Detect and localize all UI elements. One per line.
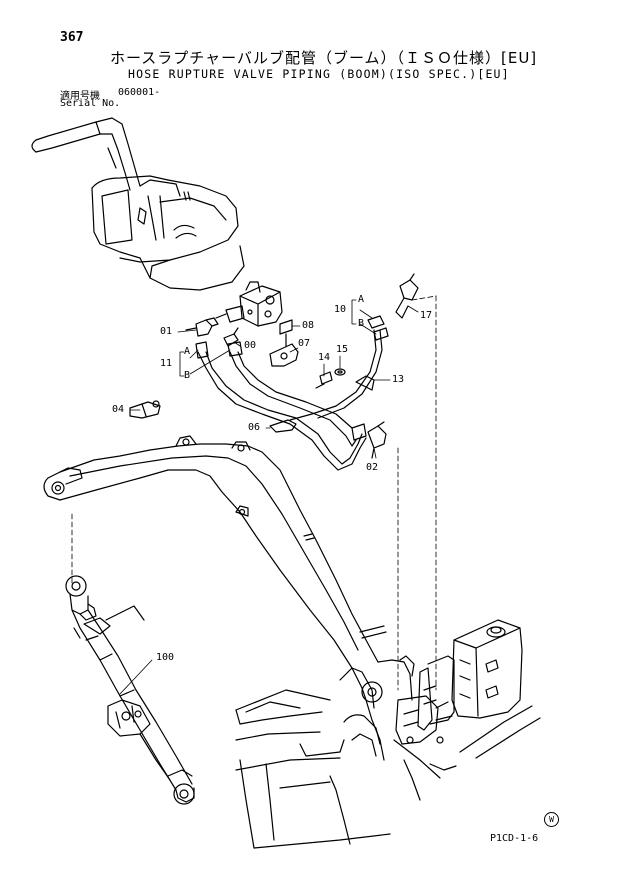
callout-06: 06: [248, 422, 261, 433]
callout-100: 100: [156, 652, 175, 663]
serial-label-english: Serial No.: [60, 98, 121, 109]
callout-00: 00: [244, 340, 257, 351]
clamp-07: [270, 344, 298, 366]
callout-10: 10: [334, 304, 347, 315]
control-valve-block: [396, 620, 522, 744]
serial-label-japanese: 適用号機: [60, 91, 100, 102]
fitting-02: [368, 422, 386, 458]
callout-07: 07: [298, 338, 311, 349]
leader-lines: [120, 300, 418, 694]
callout-14: 14: [318, 352, 331, 363]
fitting-00: [224, 328, 238, 346]
excavator-thumbnail: [32, 118, 244, 290]
callout-11-a: A: [184, 346, 191, 357]
fitting-17: [396, 274, 418, 318]
w-mark: W: [544, 812, 559, 827]
callout-11: 11: [160, 358, 173, 369]
title-english: HOSE RUPTURE VALVE PIPING (BOOM)(ISO SPE…: [128, 67, 510, 81]
callout-10-b: B: [358, 318, 365, 329]
bolt-08: [280, 320, 292, 346]
callout-15: 15: [336, 344, 349, 355]
title-japanese: ホースラプチャーバルブ配管（ブーム）（ＩＳＯ仕様）[EU]: [110, 49, 538, 67]
reference-lines: [72, 296, 436, 690]
clamp-04: [130, 401, 160, 418]
callout-10-a: A: [358, 294, 365, 305]
hose-rupture-valve: [216, 282, 282, 326]
serial-number-value: 060001-: [118, 87, 161, 98]
boom: [44, 436, 414, 760]
callout-01: 01: [160, 326, 173, 337]
fitting-01: [186, 318, 218, 336]
bolt-14: [316, 372, 332, 388]
callout-04: 04: [112, 404, 125, 415]
callout-17: 17: [420, 310, 433, 321]
drawing-code: P1CD-1-6: [490, 833, 539, 844]
callout-13: 13: [392, 374, 405, 385]
boom-cylinder: [66, 576, 194, 804]
hoses: [196, 316, 388, 470]
upper-frame: [236, 690, 540, 848]
callout-08: 08: [302, 320, 315, 331]
callout-11-b: B: [184, 370, 191, 381]
callout-02: 02: [366, 462, 379, 473]
page-number: 367: [60, 30, 84, 45]
washer-15: [335, 369, 345, 375]
